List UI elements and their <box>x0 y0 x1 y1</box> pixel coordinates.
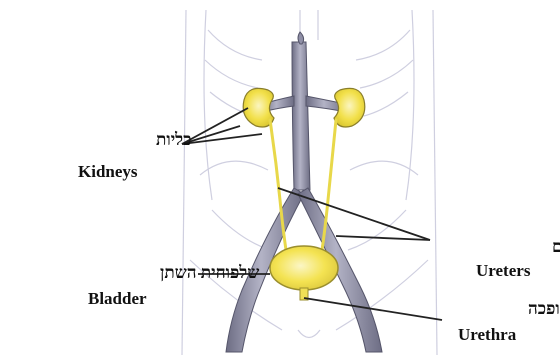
urethra-english-label: Urethra <box>458 325 517 344</box>
bladder <box>270 246 338 300</box>
label-ureters: שופכנים Ureters <box>476 237 560 280</box>
ureters-english-label: Ureters <box>476 261 531 280</box>
urethra-hebrew-label: שופכה <box>528 299 560 318</box>
label-urethra: שופכה Urethra <box>458 299 560 344</box>
bladder-hebrew-label: שלפוחית השתן <box>160 263 259 282</box>
bladder-english-label: Bladder <box>88 289 147 308</box>
kidneys-hebrew-label: כליות <box>156 130 191 149</box>
ureters-hebrew-label: שופכנים <box>552 237 560 256</box>
label-kidneys: כליות Kidneys <box>78 130 191 181</box>
kidneys-english-label: Kidneys <box>78 162 138 181</box>
label-bladder: שלפוחית השתן Bladder <box>88 263 259 308</box>
right-kidney <box>334 88 365 127</box>
blood-vessels <box>226 32 382 352</box>
